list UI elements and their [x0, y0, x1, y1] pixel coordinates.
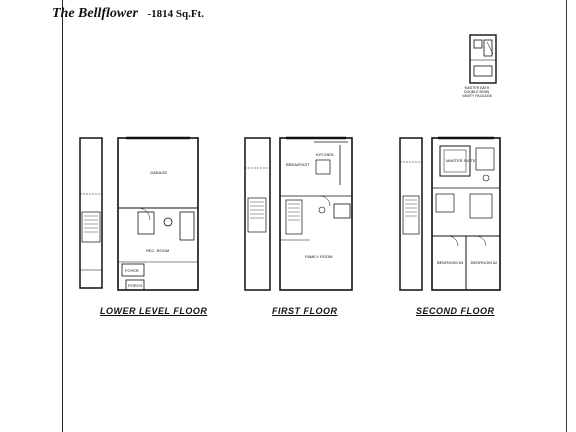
room-master-suite: MASTER SUITE: [446, 158, 476, 163]
room-bedroom-2: BEDROOM #2: [471, 260, 498, 265]
label-first-floor: FIRST FLOOR: [272, 306, 338, 316]
first-floor-plan: [244, 136, 353, 291]
room-porch: PORCH: [128, 283, 143, 288]
room-foyer: FOYER: [125, 268, 139, 273]
lower-level-plan: [79, 136, 199, 291]
room-bedroom-3: BEDROOM #3: [437, 260, 464, 265]
room-family-room: FAMILY ROOM: [305, 254, 333, 259]
room-breakfast: BREAKFAST: [286, 162, 310, 167]
plan-name: The Bellflower: [52, 6, 138, 21]
label-second-floor: SECOND FLOOR: [416, 306, 495, 316]
second-floor-plan: [399, 136, 501, 291]
plan-title: The Bellflower -1814 Sq.Ft.: [52, 6, 204, 22]
master-bath-inset: [469, 34, 497, 84]
room-rec-room: REC. ROOM: [146, 248, 170, 253]
room-kitchen: KITCHEN: [316, 152, 334, 157]
right-margin-line: [566, 0, 567, 432]
plan-sqft: -1814 Sq.Ft.: [147, 8, 204, 20]
room-garage: GARAGE: [150, 170, 168, 175]
inset-caption: MASTER BATH DOUBLE BOWL VANITY PACKAGE: [462, 86, 492, 98]
label-lower-level-floor: LOWER LEVEL FLOOR: [100, 306, 208, 316]
left-margin-line: [62, 0, 63, 432]
